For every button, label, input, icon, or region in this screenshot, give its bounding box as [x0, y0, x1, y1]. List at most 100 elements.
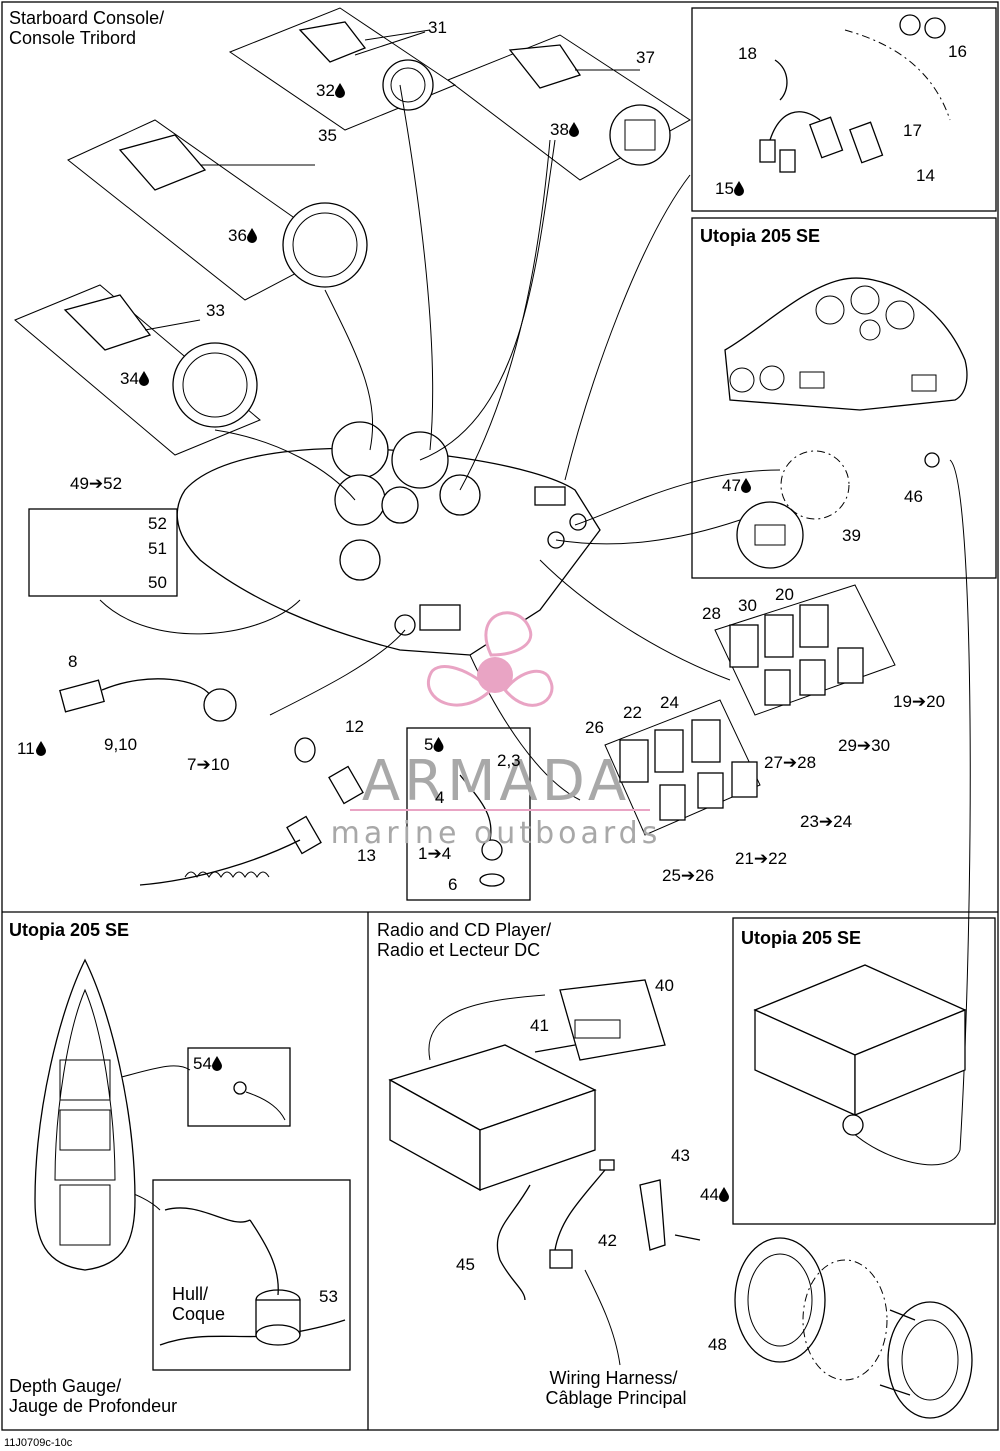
- leader-lines: [99, 84, 971, 1366]
- oil-drop-icon: [433, 737, 444, 752]
- callout-15: 15: [715, 179, 734, 198]
- callout-43: 43: [671, 1146, 690, 1165]
- callout-48: 48: [708, 1335, 727, 1354]
- callout-18: 18: [738, 44, 757, 63]
- callout-26: 26: [585, 718, 604, 737]
- callout-27-28: 27➔28: [764, 753, 816, 772]
- callout-54: 54: [193, 1054, 212, 1073]
- oil-drop-icon: [247, 228, 257, 243]
- utopia-right-title: Utopia 205 SE: [741, 928, 861, 948]
- callout-36: 36: [228, 226, 247, 245]
- callout-8: 8: [68, 652, 77, 671]
- callout-38: 38: [550, 120, 569, 139]
- socket-parts: [759, 14, 951, 173]
- transducer: [159, 1207, 346, 1346]
- armada-watermark: ARMADA marine outboards: [331, 611, 662, 851]
- callout-40: 40: [655, 976, 674, 995]
- inset-54: [187, 1047, 291, 1127]
- callout-11: 11: [17, 739, 35, 758]
- utopia-top-title: Utopia 205 SE: [700, 226, 820, 246]
- hull-label: Hull/ Coque: [172, 1284, 225, 1324]
- boat-outline: [34, 958, 286, 1271]
- callout-53: 53: [319, 1287, 338, 1306]
- propeller-logo: [426, 611, 554, 707]
- callout-29-30: 29➔30: [838, 736, 890, 755]
- oil-drop-icon: [36, 741, 46, 756]
- callout-37: 37: [636, 48, 655, 67]
- callout-42: 42: [598, 1231, 617, 1250]
- oil-drop-icon: [719, 1187, 729, 1202]
- callout-32: 32: [316, 81, 335, 100]
- callout-6: 6: [448, 875, 457, 894]
- watermark-tagline: marine outboards: [331, 816, 662, 851]
- switch-panel-upper: [714, 584, 896, 716]
- ignition-parts: [59, 678, 505, 887]
- gauge-group-37: [446, 34, 691, 181]
- starboard-console-title: Starboard Console/ Console Tribord: [9, 8, 169, 48]
- callout-4: 4: [435, 788, 444, 807]
- callout-34: 34: [120, 369, 139, 388]
- callout-2-3: 2,3: [497, 751, 521, 770]
- inset-top-right: [691, 7, 997, 212]
- callout-17: 17: [903, 121, 922, 140]
- oil-drop-icon: [569, 122, 579, 137]
- wiring-harness-label: Wiring Harness/ Câblage Principal: [545, 1368, 686, 1408]
- callout-28: 28: [702, 604, 721, 623]
- radio-unit: [388, 979, 701, 1301]
- oil-drop-icon: [734, 181, 744, 196]
- callout-9-10: 9,10: [104, 735, 137, 754]
- utopia-console: [724, 277, 968, 569]
- callout-5: 5: [424, 735, 433, 754]
- callout-14: 14: [916, 166, 935, 185]
- inset-fasteners: [28, 508, 178, 597]
- callout-44: 44: [700, 1185, 719, 1204]
- callout-35: 35: [318, 126, 337, 145]
- gauge-group-35: [67, 119, 368, 301]
- callout-39: 39: [842, 526, 861, 545]
- callout-1-4: 1➔4: [418, 844, 451, 863]
- oil-drop-icon: [139, 371, 149, 386]
- callout-52: 52: [148, 514, 167, 533]
- callout-16: 16: [948, 42, 967, 61]
- utopia-left-title: Utopia 205 SE: [9, 920, 129, 940]
- callout-20: 20: [775, 585, 794, 604]
- callout-31: 31: [428, 18, 447, 37]
- figure-code: 11J0709c-10c: [4, 1437, 73, 1449]
- oil-drop-icon: [741, 478, 751, 493]
- depth-gauge-title: Depth Gauge/ Jauge de Profondeur: [9, 1376, 177, 1416]
- callout-47: 47: [722, 476, 741, 495]
- callout-7-10: 7➔10: [187, 755, 230, 774]
- radio-unit-utopia: [753, 964, 967, 1136]
- oil-drop-icon: [335, 83, 345, 98]
- radio-title: Radio and CD Player/ Radio et Lecteur DC: [377, 920, 556, 960]
- switch-panel-lower: [604, 699, 761, 836]
- callout-51: 51: [148, 539, 167, 558]
- callout-25-26: 25➔26: [662, 866, 714, 885]
- inset-hull: [152, 1179, 351, 1371]
- callout-30: 30: [738, 596, 757, 615]
- gauge-group-31: [228, 7, 457, 131]
- inset-fuse: [406, 727, 531, 901]
- callout-13: 13: [357, 846, 376, 865]
- callout-33: 33: [206, 301, 225, 320]
- watermark-brand: ARMADA: [362, 749, 630, 814]
- callout-41: 41: [530, 1016, 549, 1035]
- callout-12: 12: [345, 717, 364, 736]
- gauge-group-33: [14, 284, 261, 456]
- inset-utopia-top: [691, 217, 997, 579]
- callout-23-24: 23➔24: [800, 812, 852, 831]
- speaker: [734, 1237, 973, 1419]
- callout-49-52: 49➔52: [70, 474, 122, 493]
- starboard-console-body: [176, 421, 601, 656]
- callout-45: 45: [456, 1255, 475, 1274]
- inset-utopia-right: [732, 917, 996, 1225]
- callout-19-20: 19➔20: [893, 692, 945, 711]
- callout-22: 22: [623, 703, 642, 722]
- callout-labels: 31 32 37 38 35 36 33 34 18 16 17 14 15 49➔52 52 51 50 47 4…: [17, 18, 967, 1354]
- oil-drop-icon: [212, 1056, 222, 1071]
- callout-46: 46: [904, 487, 923, 506]
- callout-21-22: 21➔22: [735, 849, 787, 868]
- callout-24: 24: [660, 693, 679, 712]
- callout-50: 50: [148, 573, 167, 592]
